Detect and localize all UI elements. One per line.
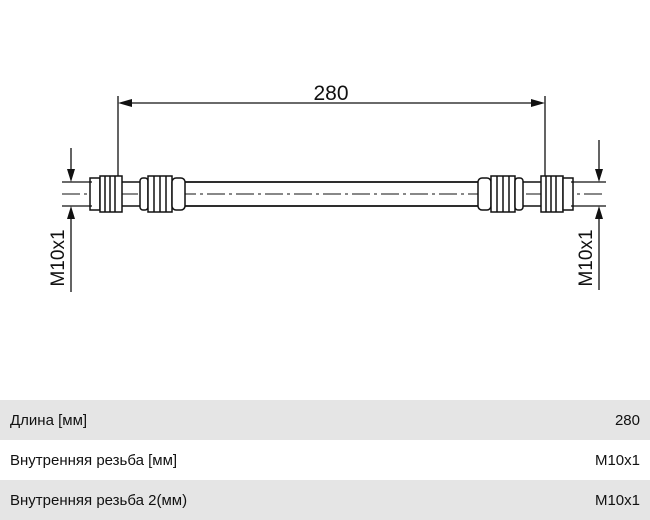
spec-value: 280 (614, 411, 640, 429)
left-thread-label: M10x1 (48, 229, 69, 286)
spec-row-thread-2: Внутренняя резьба 2(мм) M10x1 (0, 480, 650, 520)
specs-table: Длина [мм] 280 Внутренняя резьба [мм] M1… (0, 400, 650, 520)
spec-value: M10x1 (594, 491, 640, 509)
spec-label: Внутренняя резьба 2(мм) (10, 491, 188, 509)
left-thread-dimension (62, 148, 92, 292)
right-thread-label: M10x1 (576, 229, 597, 286)
hose-tube (185, 181, 478, 207)
spec-row-length: Длина [мм] 280 (0, 400, 650, 440)
spec-row-thread-1: Внутренняя резьба [мм] M10x1 (0, 440, 650, 480)
right-thread-dimension (571, 140, 606, 290)
spec-label: Внутренняя резьба [мм] (10, 451, 178, 469)
right-fitting (477, 175, 574, 213)
left-fitting (89, 175, 186, 213)
brake-hose-drawing: 280 (48, 82, 606, 292)
length-label: 280 (313, 82, 348, 105)
length-dimension (117, 96, 546, 178)
spec-label: Длина [мм] (10, 411, 88, 429)
spec-value: M10x1 (594, 451, 640, 469)
